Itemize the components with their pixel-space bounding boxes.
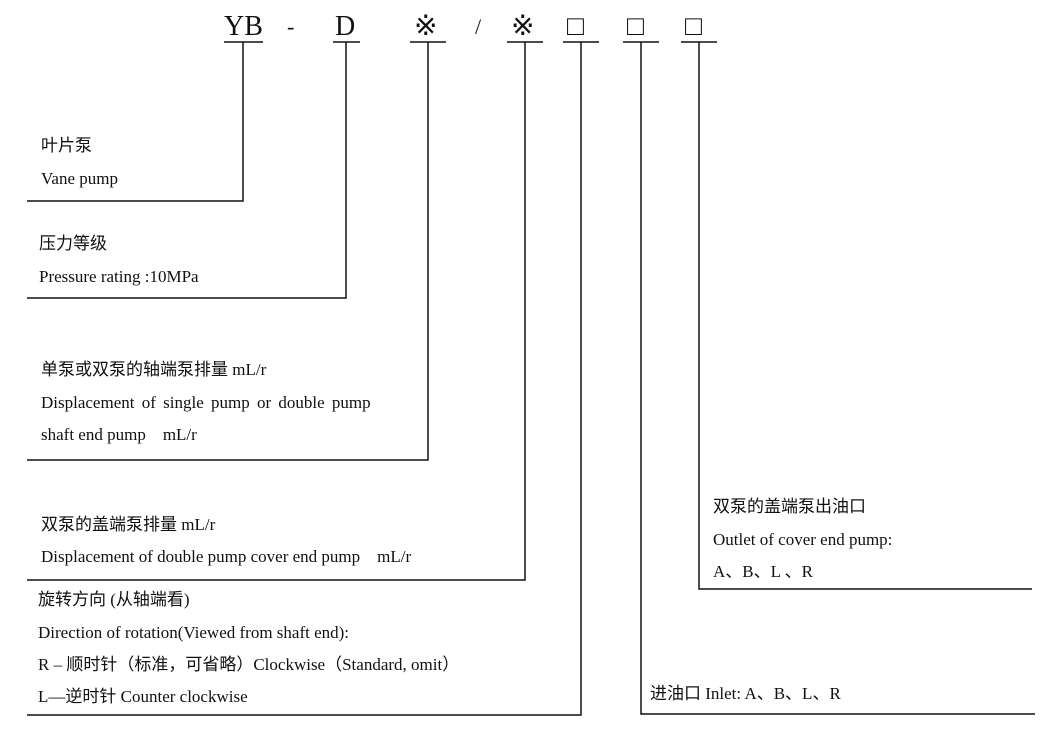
outlet-label-en: Outlet of cover end pump:	[713, 530, 893, 549]
inlet-label: 进油口 Inlet: A、B、L、R	[650, 684, 841, 703]
leader-cover-displacement	[27, 42, 526, 581]
leader-rotation	[27, 42, 582, 716]
code-shaft-displacement: ※	[414, 11, 438, 42]
code-slash: /	[475, 14, 482, 39]
leader-vane	[27, 42, 244, 202]
cover-displacement-en: Displacement of double pump cover end pu…	[41, 547, 412, 566]
code-dash: -	[287, 14, 295, 39]
leader-shaft-displacement	[27, 42, 429, 461]
outlet-options: A、B、L 、R	[713, 562, 813, 581]
leader-outlet	[698, 42, 1032, 590]
pressure-label-cn: 压力等级	[39, 234, 107, 253]
rotation-option-l: L—逆时针 Counter clockwise	[38, 687, 248, 706]
rotation-option-r: R – 顺时针（标准，可省略）Clockwise（Standard, omit）	[38, 655, 460, 674]
pressure-label-en: Pressure rating :10MPa	[39, 267, 199, 286]
code-yb: YB	[224, 11, 263, 42]
cover-displacement-cn: 双泵的盖端泵排量 mL/r	[41, 515, 216, 534]
vane-label-en: Vane pump	[41, 169, 118, 188]
code-d: D	[335, 11, 356, 42]
code-cover-displacement: ※	[511, 11, 535, 42]
leader-pressure	[27, 42, 347, 299]
rotation-label-cn: 旋转方向 (从轴端看)	[38, 590, 190, 609]
code-outlet: □	[685, 11, 702, 42]
shaft-displacement-en1: Displacement of single pump or double pu…	[41, 393, 371, 412]
outlet-label-cn: 双泵的盖端泵出油口	[713, 497, 866, 516]
code-rotation: □	[567, 11, 584, 42]
leader-inlet	[640, 42, 1035, 715]
shaft-displacement-cn: 单泵或双泵的轴端泵排量 mL/r	[41, 360, 267, 379]
rotation-label-en: Direction of rotation(Viewed from shaft …	[38, 623, 350, 642]
vane-label-cn: 叶片泵	[41, 136, 92, 155]
shaft-displacement-en2: shaft end pump mL/r	[41, 425, 197, 444]
code-inlet: □	[627, 11, 644, 42]
